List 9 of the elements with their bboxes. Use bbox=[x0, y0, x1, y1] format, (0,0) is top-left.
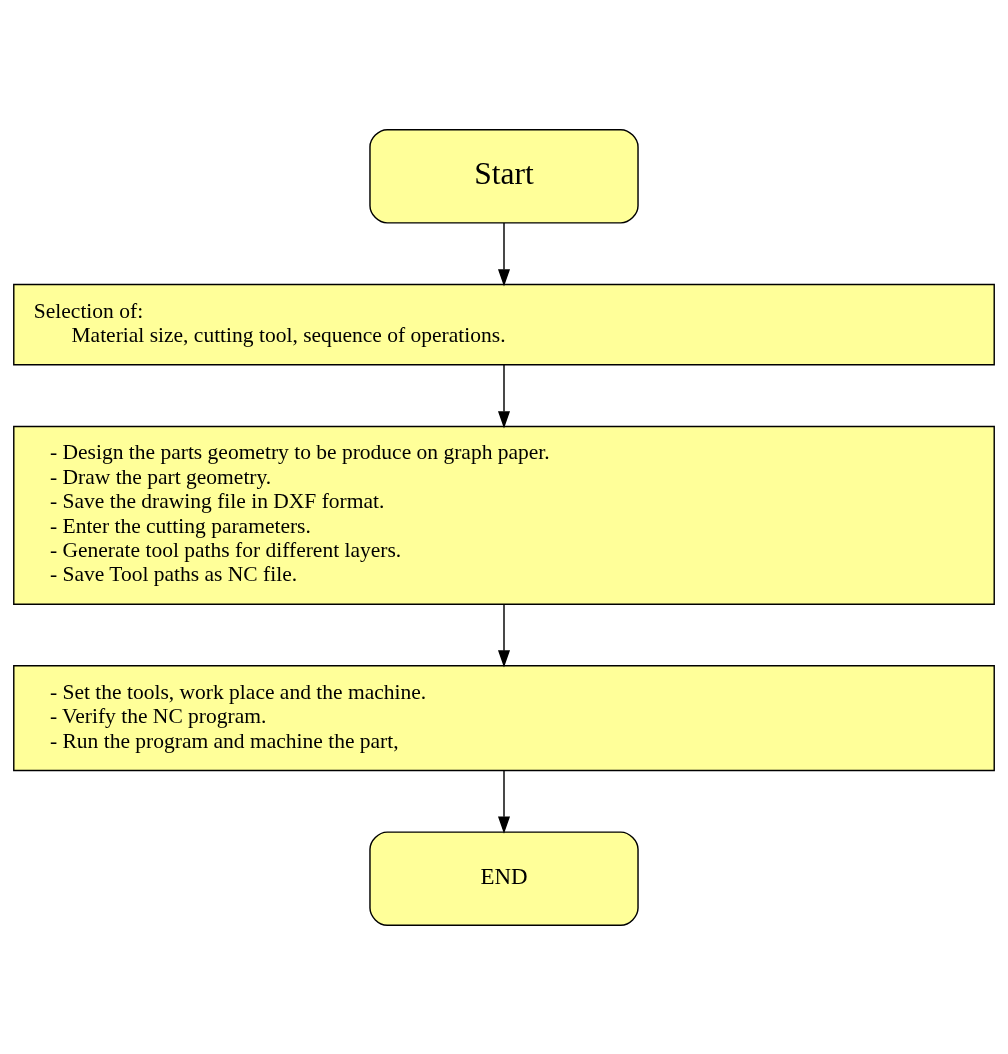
node-box: Start bbox=[369, 128, 639, 224]
node-box: - Design the parts geometry to be produce on graph paper. - Draw the part geometry. - Save the drawing file in DXF format. - Enter the cutting parameters. - Generate tool paths for different layers. - Save Tool paths as NC file. bbox=[13, 425, 995, 605]
arrow bbox=[497, 363, 511, 428]
arrow bbox=[497, 221, 511, 287]
arrow bbox=[497, 603, 511, 667]
node-box: END bbox=[369, 830, 639, 926]
arrow bbox=[497, 769, 511, 834]
node-box: - Set the tools, work place and the machine. - Verify the NC program. - Run the program and machine the part, bbox=[13, 664, 995, 771]
node-box: Selection of: Material size, cutting tool, sequence of operations. bbox=[13, 283, 995, 366]
